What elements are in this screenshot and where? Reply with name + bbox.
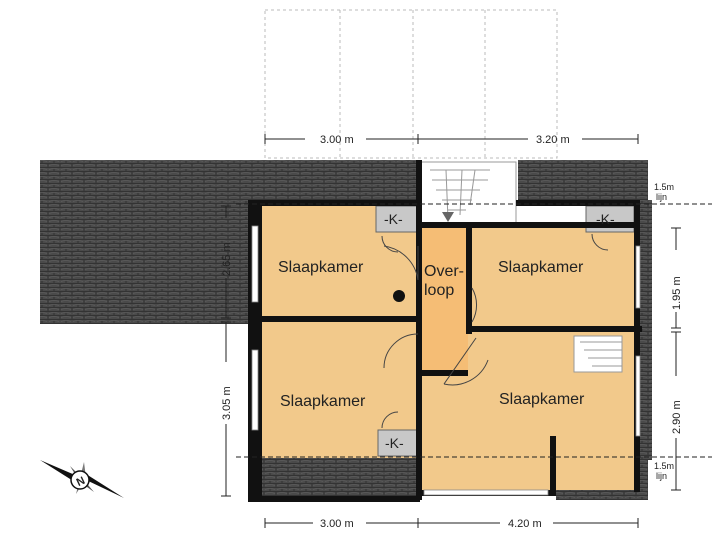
dimension-line-right [671,227,681,491]
roof-outline-dashed [264,9,558,159]
dim-bottom-left: 3.00 m [320,518,354,530]
roof-line-top-value: 1.5m [654,182,674,192]
room-label-bottom-left: Slaapkamer [280,393,366,410]
closet-label-bottom-left: -K- [385,435,404,451]
roof-tiles [40,160,652,500]
room-label-top-right: Slaapkamer [498,259,584,276]
windows [251,225,641,496]
dimension-line-left [221,205,231,497]
doors [381,233,609,429]
dim-left-upper: 2.65 m [221,242,233,276]
closet-label-top-left: -K- [384,211,403,227]
landing-label-line1: Over- [424,263,464,280]
dim-top-right: 3.20 m [536,134,570,146]
roof-line-top-unit: lijn [656,192,667,202]
chimney-marker [393,290,405,302]
dim-right-lower: 2.90 m [671,400,683,434]
roof-line-bottom-unit: lijn [656,471,667,481]
dim-bottom-right: 4.20 m [508,518,542,530]
landing-label-line2: loop [424,282,454,299]
dimension-line-bottom [264,518,639,528]
room-label-bottom-right: Slaapkamer [499,391,585,408]
closet-label-top-right: -K- [596,211,615,227]
room-label-top-left: Slaapkamer [278,259,364,276]
dim-right-upper: 1.95 m [671,276,683,310]
dim-top-left: 3.00 m [320,134,354,146]
compass-rose [40,460,124,498]
roof-line-bottom-value: 1.5m [654,461,674,471]
dimension-line-top [264,134,639,144]
dim-left-lower: 3.05 m [221,386,233,420]
